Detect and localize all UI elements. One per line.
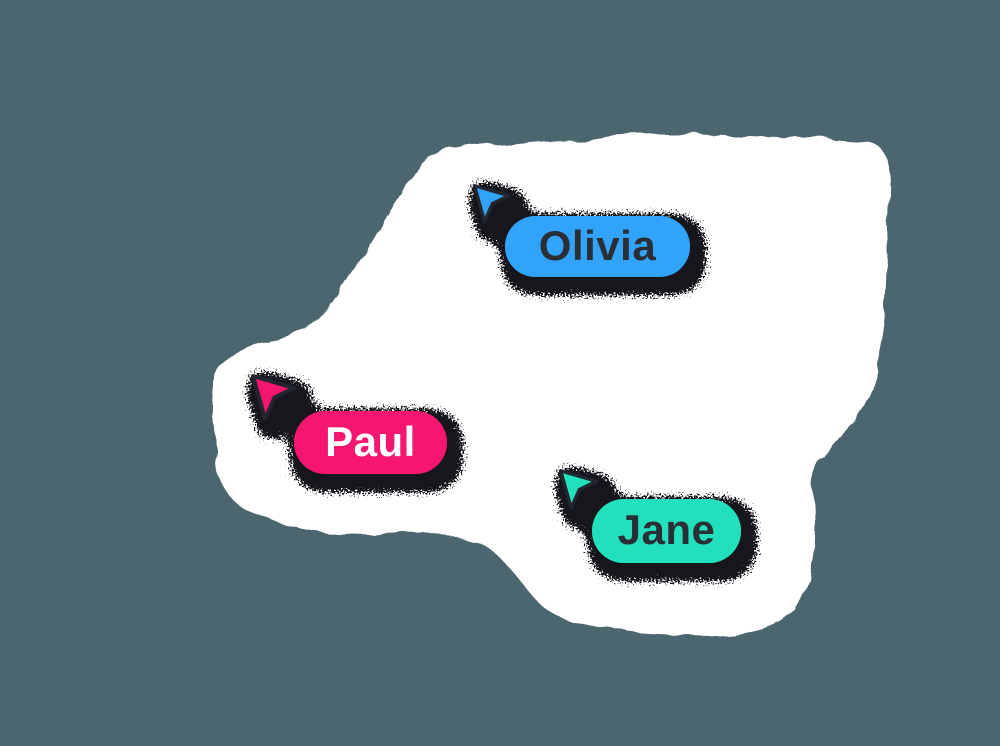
user-name-label: Paul [325,417,416,465]
name-label-pill: Paul [294,411,447,474]
name-label-pill: Jane [592,499,741,563]
name-label-pill: Olivia [505,216,690,277]
user-name-label: Jane [617,506,716,553]
remote-cursor-olivia: Olivia [470,181,690,277]
remote-cursor-paul: Paul [248,371,447,474]
cursor-arrow-icon [472,184,511,224]
cursor-arrow-icon [558,469,599,511]
user-name-label: Olivia [538,221,657,269]
cursor-arrow-icon [251,374,296,421]
remote-cursor-jane: Jane [556,466,741,563]
